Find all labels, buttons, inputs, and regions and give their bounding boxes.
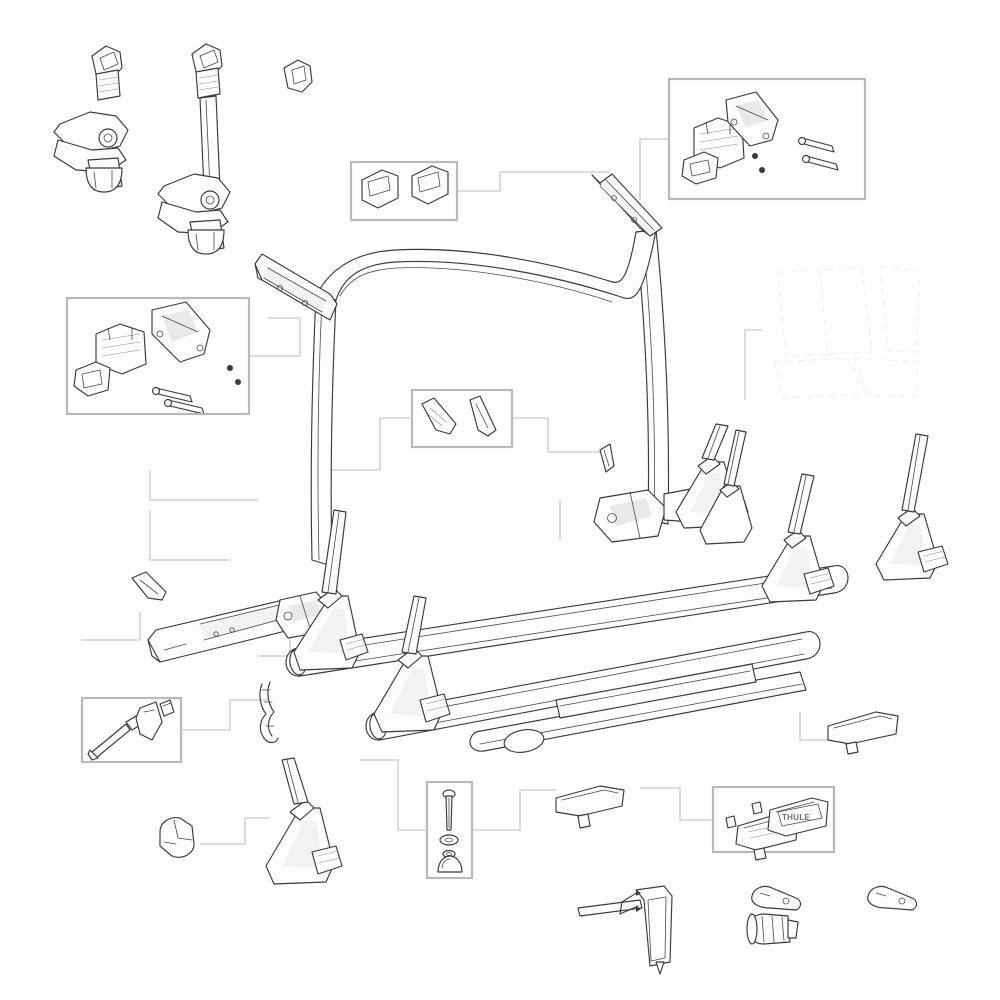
wheel-tray-5 <box>875 433 949 581</box>
small-lever <box>131 571 167 601</box>
wheel-tray-loose <box>265 757 343 885</box>
end-cap-badge-text: THULE <box>782 813 811 822</box>
rail-end-cover-1 <box>555 785 625 829</box>
upper-frame-loop <box>310 229 670 567</box>
cross-bar <box>469 663 807 753</box>
upper-arm-left <box>254 253 338 321</box>
small-lever-2 <box>599 443 615 473</box>
small-cap <box>159 817 195 858</box>
callout-bolt-wedge <box>80 696 183 764</box>
hex-tool <box>577 885 673 975</box>
callout-keys-levers <box>410 388 514 449</box>
rail-end-cover-2 <box>827 711 899 755</box>
callout-bolt-stack <box>425 780 474 880</box>
end-cap-brand-badge: THULE <box>777 803 823 827</box>
wheel-tray-1 <box>293 509 369 671</box>
main-assembly: THULE <box>147 173 949 885</box>
clamp-arm-2 <box>157 43 231 255</box>
callout-frame-clamp-right <box>667 77 867 201</box>
rail-connector-right <box>593 487 705 543</box>
upper-arm-right <box>591 173 663 237</box>
lock-cylinder <box>746 913 799 945</box>
callout-reflector-ghost <box>773 265 921 399</box>
wheel-tray-4 <box>761 473 835 603</box>
key-1 <box>751 885 802 911</box>
rail-front <box>285 565 849 677</box>
callout-frame-clamp-left <box>65 296 251 416</box>
key-2 <box>867 885 918 911</box>
callout-end-plugs <box>349 160 459 222</box>
clamp-arm-1 <box>53 45 129 193</box>
wheel-tray-6 <box>699 429 753 545</box>
pad-block-top <box>283 59 313 93</box>
callout-end-cap: THULE <box>711 785 836 861</box>
wheel-tray-2 <box>373 595 451 733</box>
spring-clip <box>259 681 279 744</box>
